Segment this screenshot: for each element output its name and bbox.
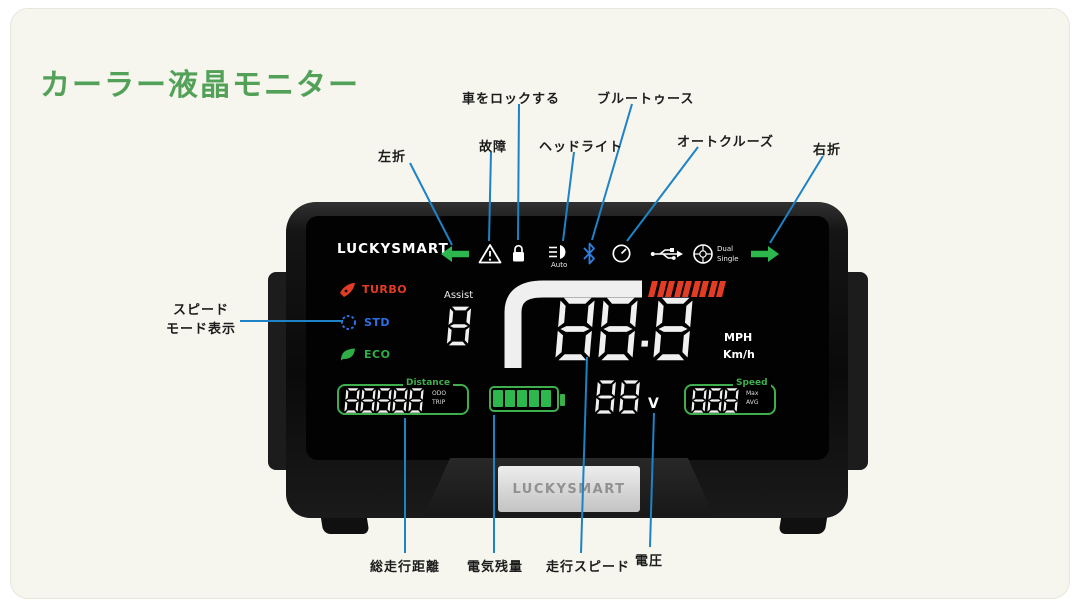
- lcd-screen: [306, 216, 829, 460]
- battery-bar: [541, 390, 551, 407]
- usb-icon: [650, 248, 683, 260]
- label-left-turn: 左折: [378, 150, 407, 165]
- voltage-value: [595, 380, 643, 414]
- mode-turbo-label: TURBO: [362, 283, 408, 296]
- auto-cruise-icon: [612, 244, 631, 263]
- assist-gauge: [504, 280, 642, 368]
- distance-sub-trip: TRIP: [432, 399, 446, 406]
- assist-level-digit: [446, 306, 472, 346]
- leaf-icon: [341, 348, 355, 361]
- wheel-single-text: Single: [717, 255, 739, 263]
- mode-eco-label: ECO: [364, 348, 391, 361]
- battery-bars: [493, 390, 551, 407]
- label-auto-cruise: オートクルーズ: [677, 135, 774, 150]
- power-gauge-segments: [648, 281, 726, 297]
- label-headlight: ヘッドライト: [539, 140, 624, 155]
- label-malfunction: 故障: [479, 140, 508, 155]
- speed-sub-avg: AVG: [746, 399, 759, 406]
- speed-box-label: Speed: [733, 378, 771, 388]
- speed-sub-max: Max: [746, 390, 759, 397]
- label-battery-level: 電気残量: [467, 560, 524, 575]
- unit-mph: MPH: [724, 331, 753, 344]
- right-turn-arrow-icon: [751, 246, 779, 262]
- main-speed-value: [555, 297, 697, 361]
- battery-bar: [529, 390, 539, 407]
- headlight-icon: [549, 245, 566, 259]
- label-riding-speed: 走行スピード: [546, 560, 631, 575]
- label-total-distance: 総走行距離: [370, 560, 441, 575]
- dashed-circle-icon: [341, 315, 356, 330]
- brand-text: LUCKYSMART: [337, 241, 449, 257]
- distance-box-label: Distance: [403, 378, 454, 388]
- battery-nub: [560, 394, 565, 406]
- bluetooth-icon: [583, 242, 595, 265]
- speed-box-value: [691, 388, 740, 413]
- unit-kmh: Km/h: [723, 348, 755, 361]
- wheel-dual-text: Dual: [717, 245, 734, 253]
- wheel-mode-icon: [693, 244, 713, 264]
- label-speed-mode-line1: スピード: [172, 303, 229, 318]
- battery-bar: [517, 390, 527, 407]
- left-turn-arrow-icon: [441, 246, 469, 262]
- mode-std-label: STD: [364, 316, 391, 329]
- battery-bar: [505, 390, 515, 407]
- page-title: カーラー液晶モニター: [40, 68, 360, 103]
- odometer-value: [344, 388, 425, 413]
- headlight-auto-text: Auto: [551, 261, 568, 269]
- label-speed-mode: スピード モード表示: [164, 301, 238, 339]
- label-voltage: 電圧: [635, 554, 664, 569]
- bottom-label-plate: LUCKYSMART: [498, 466, 640, 512]
- voltage-unit: V: [648, 396, 659, 412]
- battery-bar: [493, 390, 503, 407]
- distance-sub-odo: ODO: [432, 390, 447, 397]
- label-bluetooth: ブルートゥース: [597, 92, 695, 107]
- label-speed-mode-line2: モード表示: [165, 322, 236, 337]
- bottom-brand-text: LUCKYSMART: [512, 481, 626, 497]
- warning-triangle-icon: [478, 244, 502, 264]
- lock-icon: [513, 244, 524, 262]
- assist-label: Assist: [444, 290, 474, 301]
- rocket-icon: [340, 283, 355, 297]
- label-right-turn: 右折: [813, 143, 842, 158]
- label-lock-bike: 車をロックする: [462, 92, 561, 107]
